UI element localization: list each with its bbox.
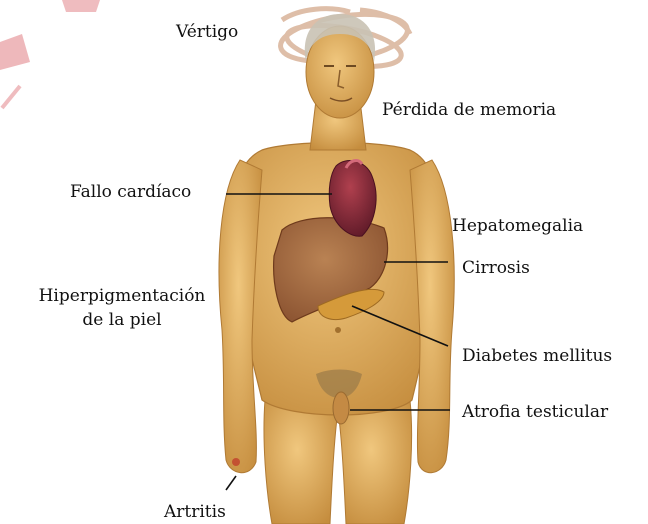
label-hyperpigmentation-line1: Hiperpigmentación [24,286,220,306]
label-vertigo: Vértigo [176,22,238,42]
label-testicular-atrophy: Atrofia testicular [462,402,608,422]
label-hyperpigmentation-line2: de la piel [24,310,220,330]
label-memory-loss: Pérdida de memoria [382,100,556,120]
corner-decoration [0,0,100,108]
label-arthritis: Artritis [164,502,226,522]
label-hyperpigmentation: Hiperpigmentación de la piel [24,286,220,330]
label-diabetes: Diabetes mellitus [462,346,612,366]
label-hepatomegaly: Hepatomegalia [452,216,583,236]
label-heart-failure: Fallo cardíaco [70,182,191,202]
leader-line-arthritis [226,476,236,490]
label-cirrhosis: Cirrosis [462,258,530,278]
